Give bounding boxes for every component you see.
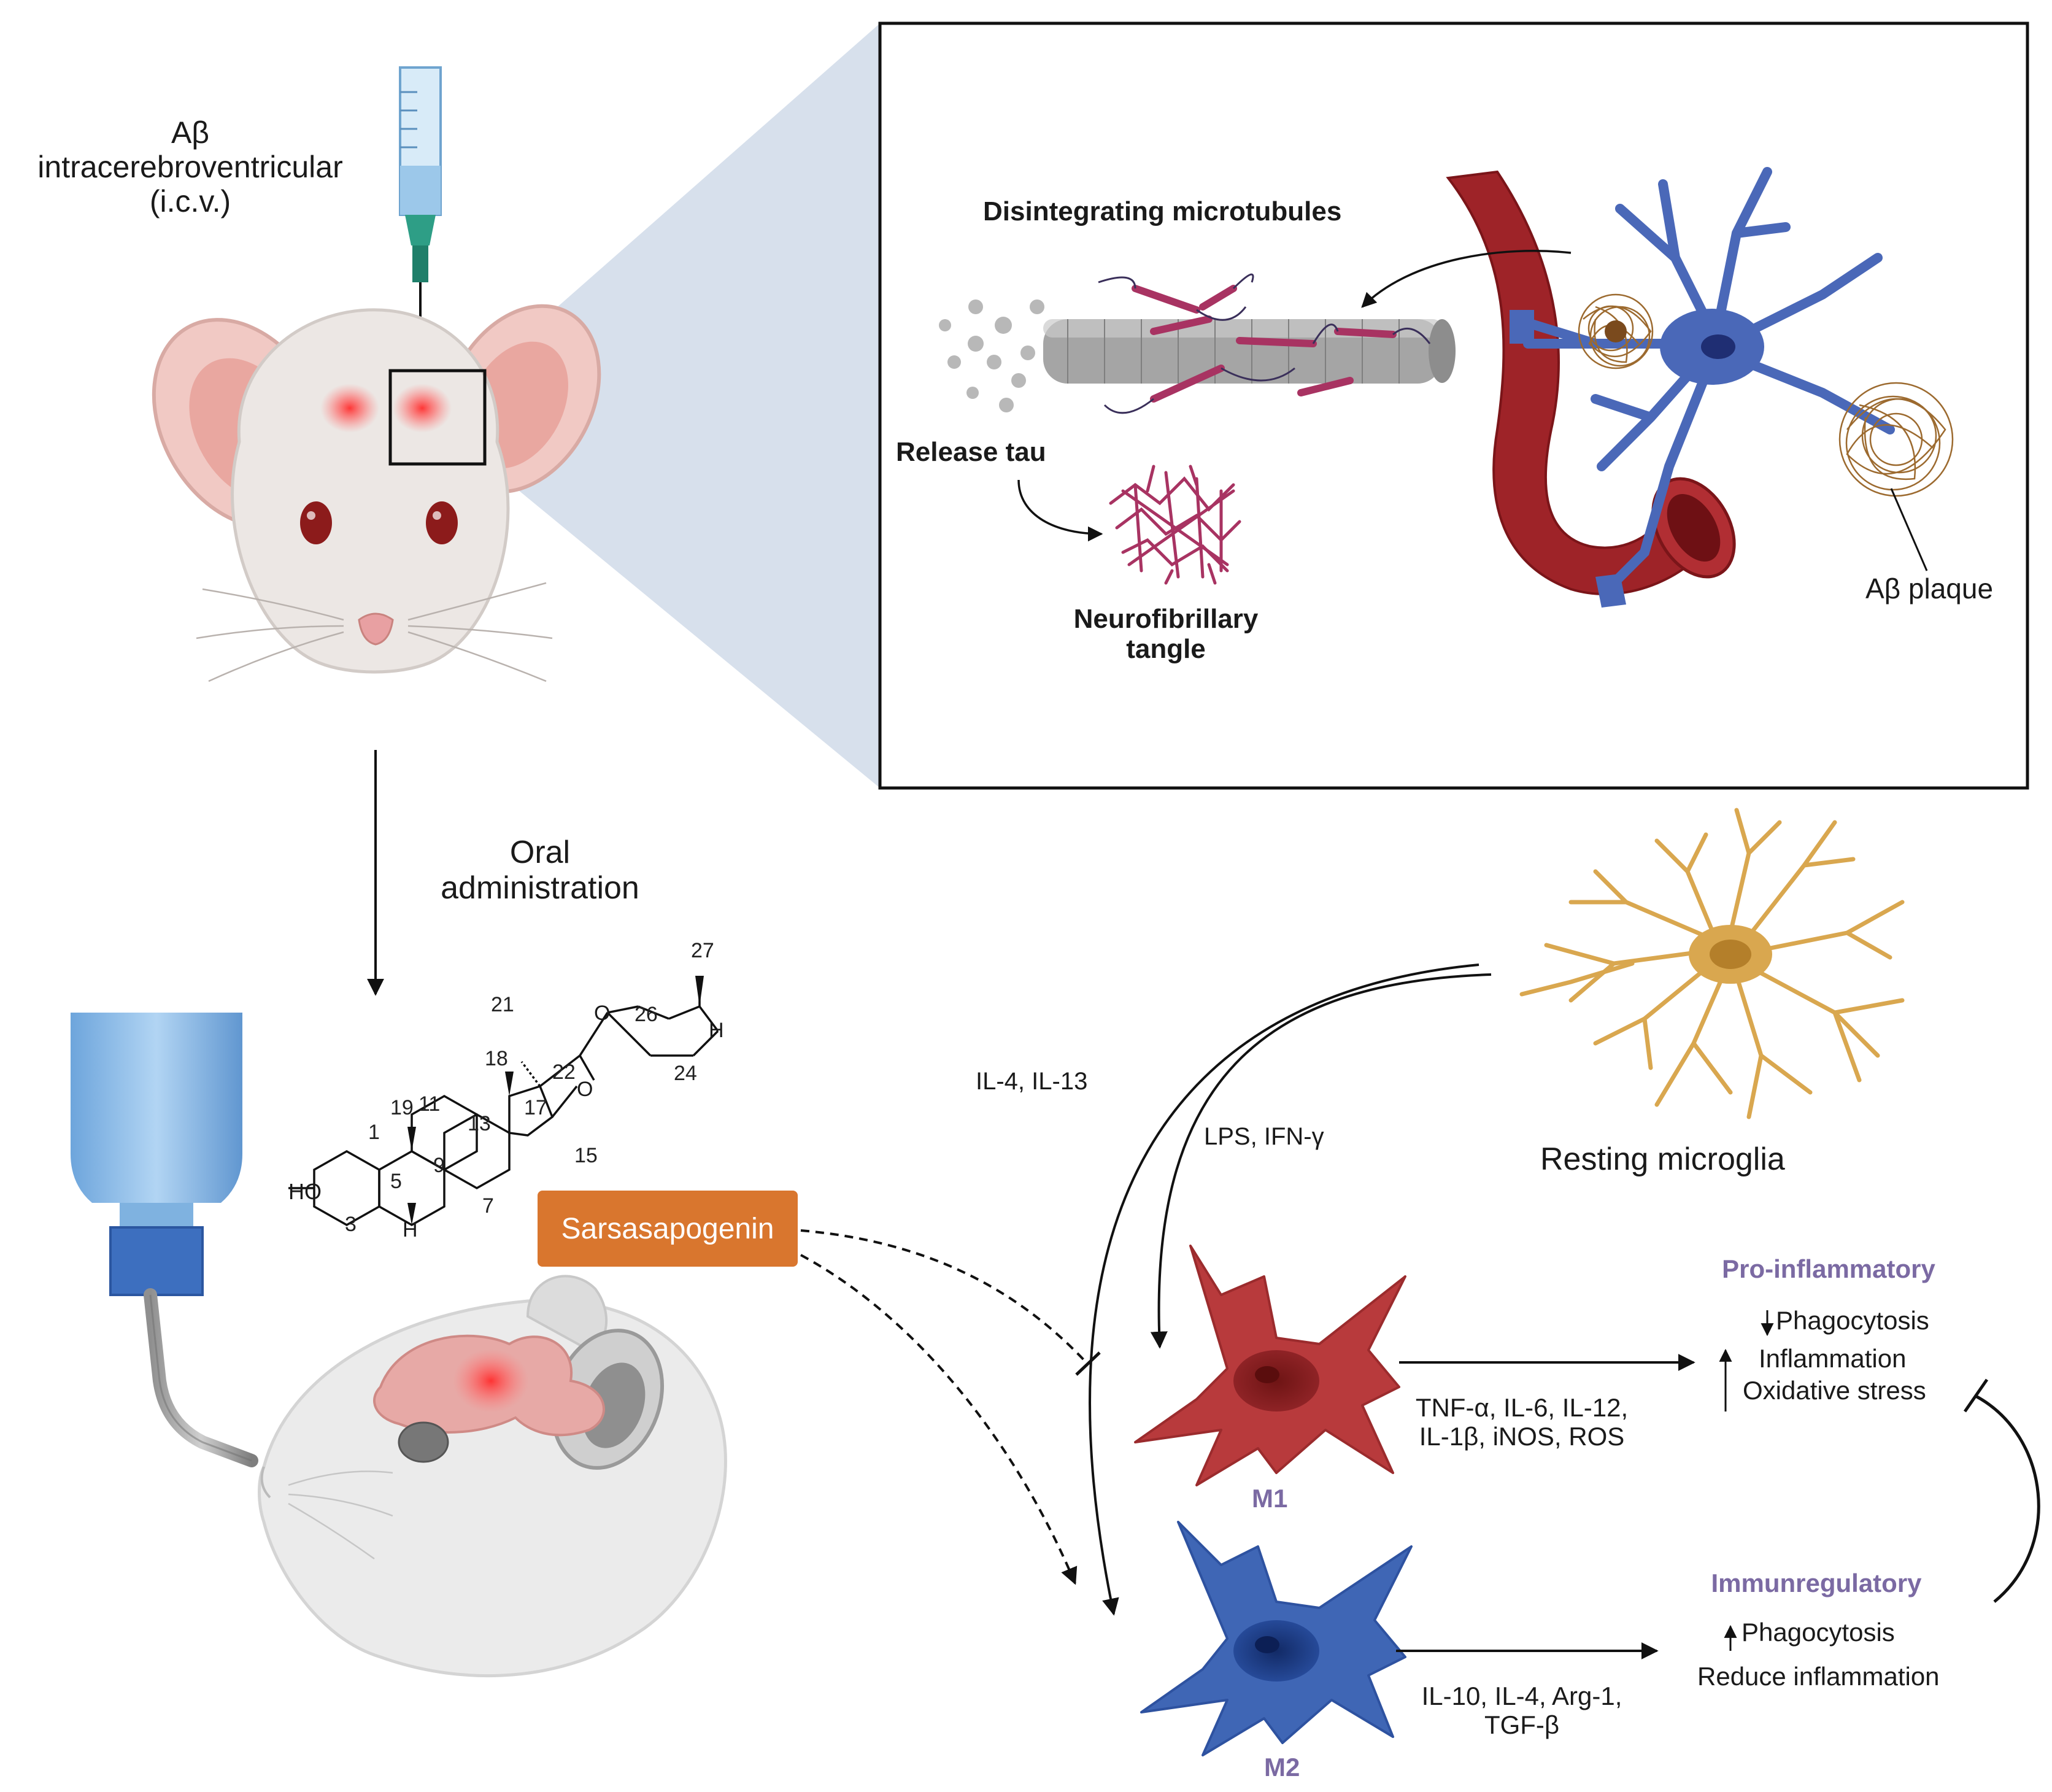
oral-label-line2: administration (441, 870, 639, 906)
il4-il13-label: IL-4, IL-13 (976, 1068, 1088, 1095)
sars-to-m2-dashed (800, 1254, 1078, 1585)
o-ring2-label: O (577, 1078, 593, 1101)
m2-cytokines: IL-10, IL-4, Arg-1, TGF-β (1393, 1682, 1651, 1739)
tau-proteins (1132, 285, 1397, 403)
astrocyte-nucleus (1701, 334, 1735, 359)
resting-microglia-cell (1519, 808, 1905, 1119)
abeta-plaque-label: Aβ plaque (1865, 573, 1994, 604)
release-tau-label: Release tau (896, 437, 1046, 467)
microtubule-arrow (1361, 250, 1572, 308)
blood-vessel (1446, 170, 1736, 596)
atom-number: 5 (390, 1170, 402, 1193)
h-side-label: H (709, 1019, 724, 1042)
m2-cytokines-line2: TGF-β (1484, 1710, 1560, 1740)
m2-label: M2 (1264, 1753, 1300, 1782)
atom-number: 7 (482, 1194, 494, 1218)
atom-number: 18 (485, 1047, 508, 1070)
zoom-wedge (484, 23, 880, 788)
astrocyte-endfoot-2 (1595, 574, 1626, 608)
h-ring-label: H (403, 1218, 418, 1242)
atom-number: 17 (524, 1096, 547, 1119)
sarsasapogenin-box: Sarsasapogenin (538, 1191, 798, 1267)
m1-label: M1 (1252, 1484, 1288, 1513)
sars-to-m1-inhibit (800, 1229, 1089, 1365)
plaque-pointer (1890, 488, 1928, 571)
injection-label: Aβ intracerebroventricular (i.c.v.) (0, 115, 380, 218)
m2-effect-reduce-inflammation: Reduce inflammation (1697, 1662, 1940, 1691)
o-ring-label: O (594, 1002, 611, 1025)
abeta-plaque-core (1605, 320, 1627, 342)
mouse-side-icon (258, 1275, 727, 1678)
oral-administration-label: Oral administration (393, 835, 687, 906)
injection-label-line1: Aβ (171, 115, 210, 150)
m1-inhibit-bar (1075, 1351, 1101, 1376)
m2-effect-phagocytosis: Phagocytosis (1742, 1618, 1895, 1647)
neurofibrillary-tangle (1109, 465, 1241, 585)
tubulin-dimers (939, 299, 1044, 412)
atom-number: 27 (691, 939, 714, 962)
atom-number: 9 (433, 1154, 445, 1177)
m1-effect-phagocytosis: Phagocytosis (1776, 1306, 1929, 1335)
ho-label: HO (288, 1179, 322, 1204)
resting-microglia-nucleus (1710, 940, 1751, 969)
resting-to-m1-arrow (1150, 973, 1492, 1349)
structure-wedges (407, 976, 704, 1225)
atom-number: 24 (674, 1062, 697, 1085)
m2-microglia-cell (1140, 1521, 1413, 1756)
injection-label-line2: intracerebroventricular (37, 150, 343, 184)
lps-ifn-label: LPS, IFN-γ (1204, 1123, 1324, 1150)
m1-microglia-cell (1134, 1245, 1406, 1486)
m1-cytokines-line2: IL-1β, iNOS, ROS (1419, 1422, 1625, 1451)
m1-cytokines-line1: TNF-α, IL-6, IL-12, (1415, 1393, 1629, 1422)
resting-microglia-label: Resting microglia (1540, 1141, 1785, 1177)
astrocyte-endfoot (1510, 310, 1534, 344)
atom-number: 19 (390, 1096, 414, 1119)
tangle-label-line1: Neurofibrillary (1073, 604, 1259, 634)
microtubule (1043, 319, 1456, 384)
atom-number: 11 (418, 1092, 441, 1116)
sarsasapogenin-structure (288, 976, 719, 1227)
microtubules-label: Disintegrating microtubules (983, 196, 1342, 226)
feedback-inhibit-bar (1963, 1378, 1989, 1413)
release-tau-arrow (1017, 479, 1103, 542)
abeta-plaque-large (1838, 382, 1954, 497)
mouse-top-icon (152, 304, 601, 682)
tau-filaments (1098, 273, 1431, 414)
immunregulatory-title: Immunregulatory (1711, 1569, 1922, 1597)
atom-number: 1 (368, 1121, 380, 1144)
m2-to-m1-inhibit-curve (1975, 1394, 2040, 1603)
atom-number: 26 (634, 1003, 658, 1026)
m2-cytokines-line1: IL-10, IL-4, Arg-1, (1421, 1682, 1622, 1710)
pro-inflammatory-title: Pro-inflammatory (1722, 1254, 1935, 1283)
water-bottle-icon (71, 1013, 258, 1467)
oral-label-line1: Oral (509, 835, 571, 870)
atom-number: 15 (574, 1144, 598, 1167)
m1-effect-inflammation: Inflammation (1759, 1344, 1907, 1373)
atom-number: 22 (552, 1060, 576, 1084)
atom-number: 3 (345, 1213, 357, 1236)
tangle-label: Neurofibrillary tangle (1031, 604, 1301, 665)
m1-effect-oxidative: Oxidative stress (1743, 1376, 1926, 1405)
m1-cytokines: TNF-α, IL-6, IL-12, IL-1β, iNOS, ROS (1393, 1393, 1651, 1451)
resting-to-m2-arrow (1089, 964, 1479, 1616)
injection-label-line3: (i.c.v.) (149, 184, 231, 218)
tangle-label-line2: tangle (1126, 634, 1206, 665)
atom-number: 13 (468, 1112, 491, 1135)
atom-number: 21 (491, 993, 514, 1016)
